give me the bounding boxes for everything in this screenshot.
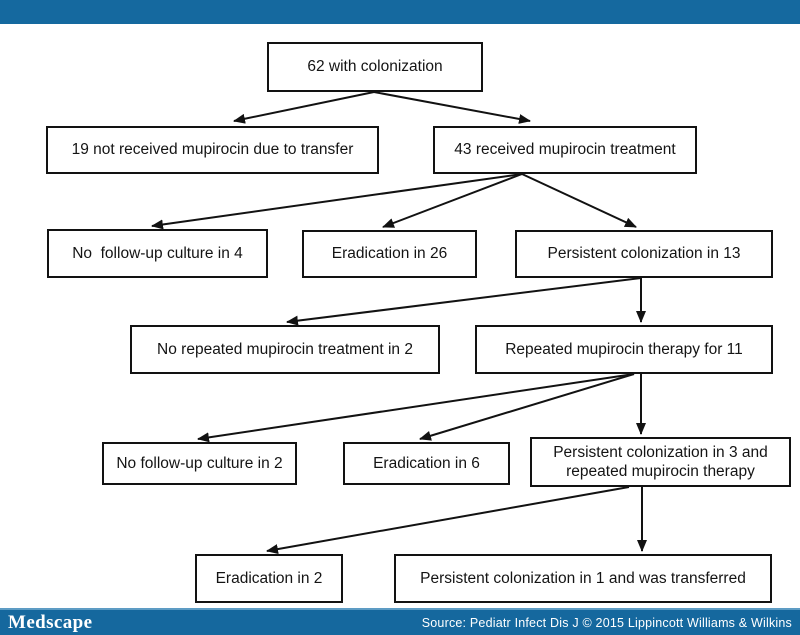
arrow-62-to-43 [373,91,531,124]
node-eradication-in-6: Eradication in 6 [343,442,510,485]
node-label: Persistent colonization in 3 and repeate… [553,443,768,480]
top-brand-bar [0,0,800,24]
node-43-received-mupirocin: 43 received mupirocin treatment [433,126,697,174]
node-label: 43 received mupirocin treatment [454,141,676,159]
arrow-pers13-to-norep2 [286,277,642,326]
node-eradication-in-26: Eradication in 26 [302,230,477,278]
arrow-pers3-to-erad2 [266,486,630,555]
node-label: Repeated mupirocin therapy for 11 [505,340,743,358]
node-no-follow-up-culture-in-2: No follow-up culture in 2 [102,442,297,485]
node-label: Persistent colonization in 1 and was tra… [420,569,746,587]
arrow-43-to-nofu4 [151,173,523,230]
node-19-not-received-mupirocin: 19 not received mupirocin due to transfe… [46,126,379,174]
node-repeated-mupirocin-therapy-for-11: Repeated mupirocin therapy for 11 [475,325,773,374]
node-no-follow-up-culture-in-4: No follow-up culture in 4 [47,229,268,278]
arrow-43-to-erad26 [382,173,523,228]
node-label: No follow-up culture in 2 [116,454,283,472]
node-label: Eradication in 26 [331,245,448,263]
node-no-repeated-mupirocin-treatment-in-2: No repeated mupirocin treatment in 2 [130,325,440,374]
node-label: 19 not received mupirocin due to transfe… [71,141,354,159]
node-label: No repeated mupirocin treatment in 2 [157,340,413,358]
arrow-43-to-pers13 [521,173,637,228]
node-62-with-colonization: 62 with colonization [267,42,483,92]
node-label: Eradication in 2 [215,569,323,587]
node-eradication-in-2: Eradication in 2 [195,554,343,603]
node-persistent-colonization-in-1-transferred: Persistent colonization in 1 and was tra… [394,554,772,603]
source-credit-text: Source: Pediatr Infect Dis J © 2015 Lipp… [421,615,792,630]
footer-bar: Medscape Source: Pediatr Infect Dis J © … [0,608,800,635]
arrow-62-to-19 [233,91,375,124]
node-persistent-colonization-in-13: Persistent colonization in 13 [515,230,773,278]
arrow-rep11-to-erad6 [419,373,635,441]
node-label: Eradication in 6 [373,454,480,472]
node-persistent-colonization-in-3: Persistent colonization in 3 and repeate… [530,437,791,487]
medscape-logo: Medscape [8,611,93,633]
node-label: 62 with colonization [307,58,443,76]
node-label: No follow-up culture in 4 [72,244,243,262]
node-label: Persistent colonization in 13 [547,245,741,263]
arrow-rep11-to-nofu2 [197,373,635,443]
